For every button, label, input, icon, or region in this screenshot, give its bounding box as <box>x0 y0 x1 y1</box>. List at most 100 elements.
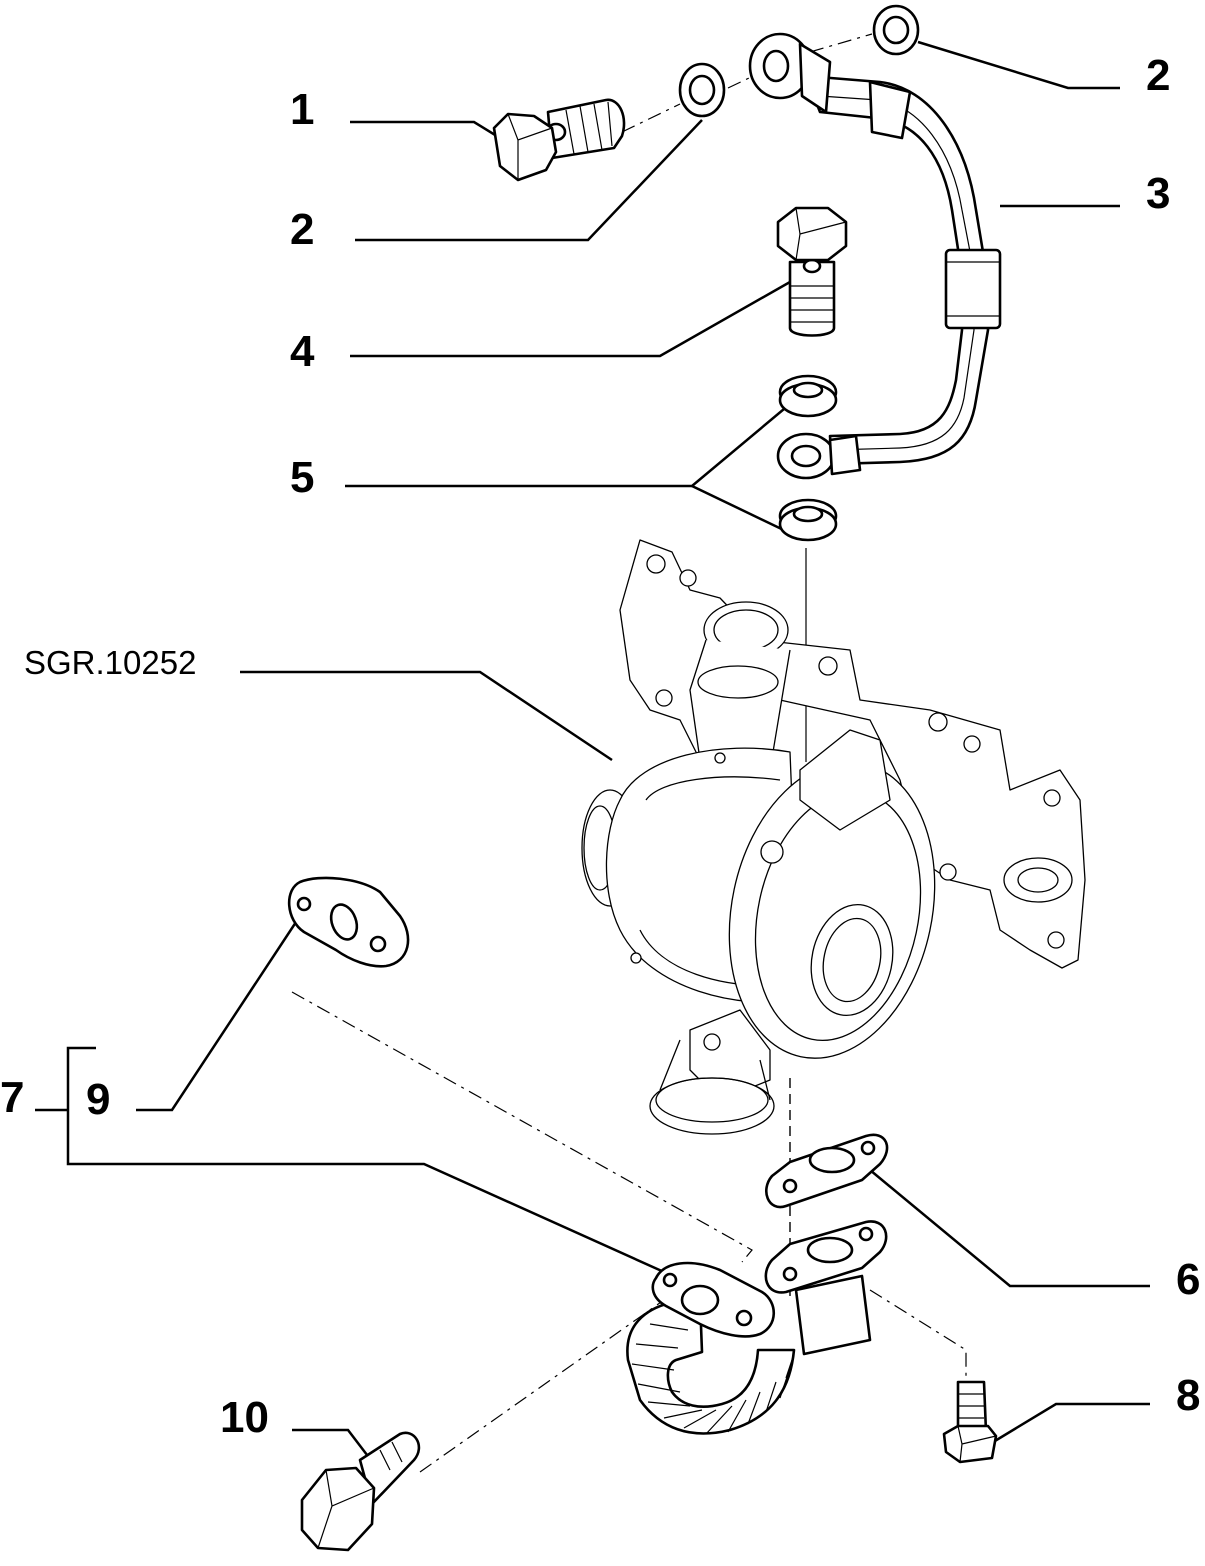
flange-hole <box>1047 931 1065 949</box>
washer-part-2-top <box>872 4 920 56</box>
bolt-shank <box>788 260 836 337</box>
washer-upper-hole <box>792 381 824 399</box>
callout-4: 4 <box>290 327 315 376</box>
axis-bolt-1 <box>621 103 681 133</box>
gasket-part-9 <box>287 876 410 968</box>
flange-hole <box>939 863 957 881</box>
pipe-ferrule <box>868 80 912 140</box>
bolt-hex-edges <box>507 113 553 180</box>
callout-2-mid: 2 <box>290 205 314 254</box>
leader-2-top <box>917 40 1120 90</box>
pipe-sleeve <box>944 248 1002 330</box>
callout-2-top: 2 <box>1146 51 1170 100</box>
callout-labels: 1 2 2 3 4 5 SGR.10252 6 7 8 9 10 <box>0 51 1200 1442</box>
bolt-hex-edges <box>795 207 847 261</box>
drain-hole <box>703 1033 721 1051</box>
bolt-shank <box>956 1380 988 1434</box>
bolt-hex-head <box>492 112 558 182</box>
gasket-hole-left <box>782 1178 798 1194</box>
callout-5: 5 <box>290 453 314 502</box>
bolt-hex-edges <box>957 1425 997 1463</box>
leader-9 <box>136 915 302 1112</box>
bolt-hex-head <box>300 1466 376 1552</box>
flange-hole <box>963 735 981 753</box>
flange-hole <box>928 712 948 732</box>
leader-2-mid <box>355 119 703 242</box>
axis-bolt-8 <box>869 1289 967 1380</box>
bolt-hex-head <box>776 206 848 262</box>
turbine-outlet <box>810 903 894 1017</box>
pipe-body <box>804 74 990 466</box>
drain-spigot <box>794 1274 872 1356</box>
leader-4 <box>350 280 791 358</box>
banjo-hole-bottom <box>790 444 822 468</box>
drain-flange-port <box>806 1236 854 1264</box>
bolt-hex-head <box>942 1424 998 1464</box>
turbine-outlet-inner <box>822 917 882 1003</box>
bolt-thread <box>790 285 834 323</box>
callout-10: 10 <box>220 1393 269 1442</box>
gasket-port <box>329 903 359 941</box>
washer-inner <box>882 15 910 45</box>
bolt-part-10 <box>300 1431 421 1552</box>
banjo-bolt-part-4 <box>776 206 848 337</box>
axis-gasket-9 <box>291 991 753 1263</box>
callout-8: 8 <box>1176 1371 1200 1420</box>
drawing-reference: SGR.10252 <box>24 644 196 681</box>
washer-inner <box>688 74 716 106</box>
callout-3: 3 <box>1146 169 1170 218</box>
oil-feed-pipe-part-3 <box>748 32 1002 480</box>
oil-inlet-boss <box>799 729 891 831</box>
pipe-centerline <box>819 95 975 451</box>
bolt-hex-edges <box>317 1469 375 1549</box>
lower-pipe-ring <box>655 1077 769 1123</box>
washers-part-5 <box>778 374 838 542</box>
drain-flange-hole <box>735 1309 753 1327</box>
drain-flange-hole <box>858 1226 874 1242</box>
leader-5a <box>345 403 791 488</box>
washer-part-2-mid <box>678 62 726 118</box>
bolt-thread <box>379 1441 403 1471</box>
bolt-part-8 <box>942 1380 998 1464</box>
banjo-neck-bottom <box>828 434 862 476</box>
leader-1 <box>350 120 501 140</box>
flange-hole <box>818 656 838 676</box>
flange-hole <box>655 689 673 707</box>
hose-corrugation <box>631 1323 795 1435</box>
banjo-bolt-part-1 <box>492 98 626 182</box>
gasket-hole-left <box>296 896 312 912</box>
drain-hose <box>626 1298 796 1435</box>
gasket-part-6 <box>765 1133 889 1209</box>
flange-hole <box>646 554 666 574</box>
housing-boss <box>760 840 784 864</box>
washer-lower-hole <box>792 505 824 523</box>
axis-bolt-10 <box>419 1299 665 1473</box>
flange-hole <box>679 569 697 587</box>
banjo-hole-top <box>762 49 790 83</box>
banjo-neck-top <box>798 42 832 114</box>
callout-1: 1 <box>290 85 314 134</box>
bolt-thread <box>565 101 613 155</box>
inlet-pipe-ring <box>697 665 779 699</box>
gasket-hole-right <box>860 1140 876 1156</box>
flange-hole <box>1043 789 1061 807</box>
bracket-7 <box>66 1046 665 1274</box>
turbocharger <box>581 539 1086 1135</box>
compressor-rib <box>645 776 781 801</box>
axis-banjo-washer <box>809 33 873 53</box>
egr-port-inner <box>1017 867 1059 893</box>
leader-6 <box>869 1169 1150 1288</box>
callout-9: 9 <box>86 1075 110 1124</box>
callout-7: 7 <box>0 1073 24 1122</box>
leader-5b <box>691 484 793 536</box>
housing-bolt <box>630 952 642 964</box>
oil-drain-pipe-part-7 <box>626 1220 888 1435</box>
leader-ref <box>240 670 613 762</box>
bolt-thread <box>958 1393 984 1419</box>
drain-flange-hole <box>782 1266 798 1282</box>
drain-flange-hole <box>662 1272 678 1288</box>
gasket-hole-right <box>369 935 387 953</box>
leader-8 <box>979 1402 1150 1452</box>
callout-6: 6 <box>1176 1255 1200 1304</box>
